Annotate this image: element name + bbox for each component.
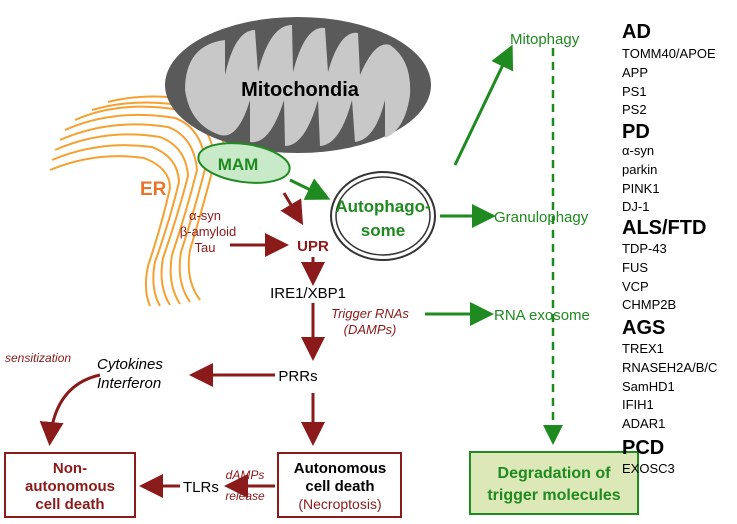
mitochondria-organelle: Mitochondia — [165, 17, 431, 153]
non-autonomous-box: Non- autonomous cell death — [4, 452, 136, 518]
pathway-labels: UPR IRE1/XBP1 Trigger RNAs (DAMPs) PRRs … — [5, 238, 409, 503]
gene-item: ADAR1 — [622, 416, 665, 431]
gene-item: TREX1 — [622, 341, 664, 356]
autophagosome-label-1: Autophago- — [335, 197, 430, 216]
cytokines-label: Cytokines — [97, 356, 163, 373]
arrow-mam-to-upr — [280, 192, 304, 226]
trigger-rnas-label-2: (DAMPs) — [344, 322, 397, 337]
autophagosome-organelle: Autophago- some — [330, 171, 436, 261]
trigger-rnas-label-1: Trigger RNAs — [331, 306, 409, 321]
disease-name: PCD — [622, 437, 664, 459]
mam-label: MAM — [218, 155, 259, 174]
auto-label-1: Autonomous — [294, 460, 386, 477]
auto-label-2: cell death — [305, 478, 374, 495]
gene-item: FUS — [622, 260, 648, 275]
interferon-label: Interferon — [97, 375, 161, 392]
gene-item: EXOSC3 — [622, 461, 675, 476]
green-arrows — [289, 44, 514, 326]
auto-label-3: (Necroptosis) — [298, 496, 381, 512]
gene-item: CHMP2B — [622, 297, 676, 312]
protein-tau: Tau — [195, 240, 216, 255]
disease-name: AD — [622, 21, 651, 43]
gene-item: TDP-43 — [622, 241, 667, 256]
tlrs-label: TLRs — [183, 479, 219, 496]
disease-name: ALS/FTD — [622, 217, 706, 239]
mitochondria-label: Mitochondia — [241, 79, 360, 101]
gene-item: PINK1 — [622, 181, 660, 196]
disease-name: PD — [622, 121, 650, 143]
gene-item: VCP — [622, 279, 649, 294]
arrow-sensitization — [39, 373, 101, 446]
degradation-box-label-2: trigger molecules — [487, 487, 620, 504]
prrs-label: PRRs — [278, 368, 317, 385]
rna-exosome-label: RNA exosome — [494, 307, 590, 324]
protein-beta-amyloid: β-amyloid — [180, 224, 237, 239]
degradation-box-label-1: Degradation of — [498, 465, 612, 482]
disease-name: AGS — [622, 317, 665, 339]
gene-item: RNASEH2A/B/C — [622, 360, 717, 375]
gene-item: PS1 — [622, 84, 647, 99]
autonomous-box: Autonomous cell death (Necroptosis) — [277, 452, 402, 518]
gene-item: SamHD1 — [622, 379, 675, 394]
sensitization-label: sensitization — [5, 351, 71, 365]
non-auto-label-2: autonomous — [25, 478, 115, 495]
degradation-box: Degradation of trigger molecules — [469, 451, 639, 515]
gene-item: IFIH1 — [622, 397, 654, 412]
degradation-labels: Mitophagy Granulophagy RNA exosome — [494, 31, 590, 324]
protein-alpha-syn: α-syn — [189, 208, 221, 223]
arrow-mam-to-autophagosome — [289, 178, 331, 200]
gene-item: parkin — [622, 162, 657, 177]
mam-organelle: MAM — [197, 142, 291, 184]
damps-label-1: dAMPs — [226, 468, 265, 482]
protein-list: α-syn β-amyloid Tau — [180, 208, 237, 255]
er-membranes — [49, 95, 239, 307]
upr-label: UPR — [297, 238, 329, 255]
non-auto-label-1: Non- — [53, 460, 87, 477]
mitophagy-label: Mitophagy — [510, 31, 580, 48]
gene-item: PS2 — [622, 102, 647, 117]
red-arrows — [39, 192, 325, 498]
arrow-autophagosome-to-mitophagy — [453, 44, 514, 166]
granulophagy-label: Granulophagy — [494, 209, 589, 226]
er-label: ER — [140, 179, 167, 200]
non-auto-label-3: cell death — [35, 496, 104, 513]
gene-item: APP — [622, 65, 648, 80]
autophagosome-label-2: some — [361, 221, 405, 240]
disease-list: AD TOMM40/APOE APP PS1 PS2 PD α-syn park… — [622, 21, 717, 476]
gene-item: TOMM40/APOE — [622, 46, 716, 61]
ire-label: IRE1/XBP1 — [270, 285, 346, 302]
damps-label-2: release — [225, 489, 265, 503]
gene-item: α-syn — [622, 143, 654, 158]
gene-item: DJ-1 — [622, 199, 649, 214]
